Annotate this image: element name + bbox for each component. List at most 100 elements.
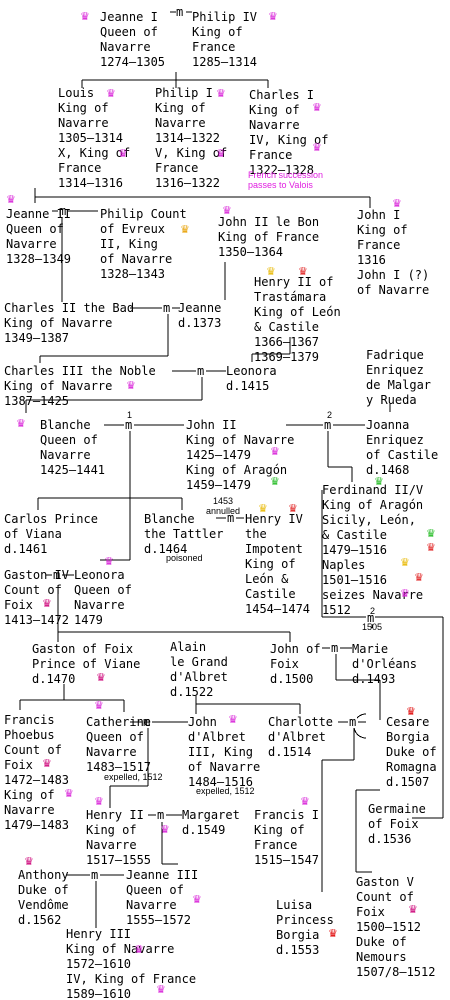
crown-icon: ♛ [374, 475, 384, 488]
crown-icon: ♛ [406, 705, 416, 718]
marriage-marker: m [124, 418, 134, 432]
marriage-marker: m [226, 511, 236, 525]
crown-icon: ♛ [312, 141, 322, 154]
crown-icon: ♛ [426, 527, 436, 540]
marriage-number: 2 [327, 410, 333, 420]
marriage-marker: m [90, 868, 100, 882]
crown-icon: ♛ [80, 10, 90, 23]
expelled-note: expelled, 1512 [104, 772, 163, 782]
crown-icon: ♛ [270, 475, 280, 488]
crown-icon: ♛ [408, 903, 418, 916]
crown-icon: ♛ [216, 87, 226, 100]
crown-icon: ♛ [392, 197, 402, 210]
crown-icon: ♛ [96, 671, 106, 684]
crown-icon: ♛ [126, 379, 136, 392]
marriage-marker: m [142, 715, 152, 729]
marriage-number: 2 [370, 606, 376, 616]
crown-icon: ♛ [270, 445, 280, 458]
marriage-marker: m [156, 808, 166, 822]
marriage-marker: m [196, 364, 206, 378]
crown-icon: ♛ [414, 571, 424, 584]
crown-icon: ♛ [268, 10, 278, 23]
crown-icon: ♛ [288, 502, 298, 515]
crown-icon: ♛ [192, 893, 202, 906]
crown-icon: ♛ [266, 265, 276, 278]
crown-icon: ♛ [104, 555, 114, 568]
crown-icon: ♛ [400, 556, 410, 569]
crown-icon: ♛ [118, 147, 128, 160]
crown-icon: ♛ [160, 823, 170, 836]
crown-icon: ♛ [42, 597, 52, 610]
crown-icon: ♛ [312, 101, 322, 114]
crown-icon: ♛ [6, 193, 16, 206]
crown-icon: ♛ [64, 787, 74, 800]
marriage-year: 1505 [362, 622, 383, 632]
marriage-number: 1 [127, 410, 133, 420]
crown-icon: ♛ [426, 541, 436, 554]
crown-icon: ♛ [228, 713, 238, 726]
marriage-marker: m [58, 204, 68, 218]
crown-icon: ♛ [94, 795, 104, 808]
marriage-marker: m [366, 611, 376, 625]
crown-icon: ♛ [94, 699, 104, 712]
crown-icon: ♛ [24, 855, 34, 868]
crown-icon: ♛ [328, 927, 338, 940]
crown-icon: ♛ [400, 587, 410, 600]
crown-icon: ♛ [216, 147, 226, 160]
crown-icon: ♛ [106, 87, 116, 100]
crown-icon: ♛ [180, 223, 190, 236]
marriage-marker: m [175, 5, 185, 19]
crown-icon: ♛ [298, 265, 308, 278]
marriage-marker: m [52, 568, 62, 582]
crown-icon: ♛ [42, 757, 52, 770]
crown-icon: ♛ [222, 204, 232, 217]
crown-icon: ♛ [134, 943, 144, 956]
marriage-marker: m [323, 418, 333, 432]
crown-icon: ♛ [16, 417, 26, 430]
crown-icon: ♛ [258, 502, 268, 515]
